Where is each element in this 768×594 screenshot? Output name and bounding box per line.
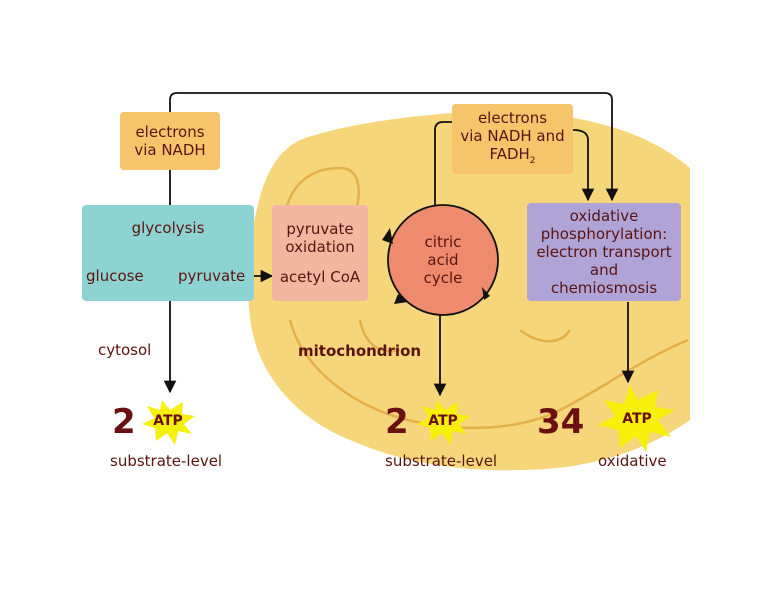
cycle-arrowhead-left [382,228,393,244]
chemiosmosis-label: chemiosmosis [550,279,658,297]
mitochondrion-inner-membrane [283,166,689,430]
phosphorylation-label: phosphorylation: [540,225,668,243]
fadh-to-oxphos-arrow [572,129,595,202]
cycle-arrowhead-right [482,287,490,300]
cycle-arrowhead-bottom-left [394,294,408,304]
pyruvate-label: pyruvate [178,267,246,285]
pyruvate-oxidation-box: pyruvate oxidation acetyl CoA [272,205,368,301]
atp-label: ATP [622,411,652,427]
oxidation-label: oxidation [285,238,355,256]
atp-star-icon [598,385,675,452]
electrons-nadh-fadh-box: electrons via NADH and FADH2 [452,104,573,174]
atp-star-icon [142,400,195,445]
atp-count-oxphos: 34 [537,402,585,442]
yield-type-glycolysis: substrate-level [110,452,223,470]
cycle-label: cycle [423,269,463,287]
citric-acid-cycle-label: citric acid cycle [403,222,483,298]
atp-count-glycolysis: 2 [112,402,136,442]
atp-star-icon [417,400,470,445]
glucose-label: glucose [86,267,144,285]
via-nadh-label: via NADH [134,141,206,159]
fadh2-label: FADH2 [489,144,536,166]
nadh-transport-arrow [169,92,619,205]
electron-transport-label: electron transport [536,243,672,261]
pyruvate-label: pyruvate [286,220,354,238]
atp-label: ATP [153,413,183,429]
electrons-nadh-box: electrons via NADH [120,112,220,170]
acid-label: acid [427,251,459,269]
cycle-to-electron-carrier-line [434,121,452,205]
glycolysis-title: glycolysis [131,219,205,237]
electrons-label: electrons [135,123,205,141]
acetyl-coa-label: acetyl CoA [279,268,361,286]
via-nadh-and-label: via NADH and [460,126,565,145]
citric-label: citric [424,233,462,251]
atp-count-citric-cycle: 2 [385,402,409,442]
cytosol-label: cytosol [98,341,152,359]
mitochondrion-label: mitochondrion [298,342,422,360]
glycolysis-box: glycolysis [82,205,254,301]
electrons-label: electrons [477,108,548,127]
oxidative-label: oxidative [569,207,639,225]
citric-acid-cycle-node [387,204,499,316]
atp-label: ATP [428,413,458,429]
yield-type-citric-cycle: substrate-level [385,452,498,470]
and-label: and [589,261,619,279]
oxidative-phosphorylation-box: oxidative phosphorylation: electron tran… [527,203,681,301]
yield-type-oxphos: oxidative [598,452,667,470]
